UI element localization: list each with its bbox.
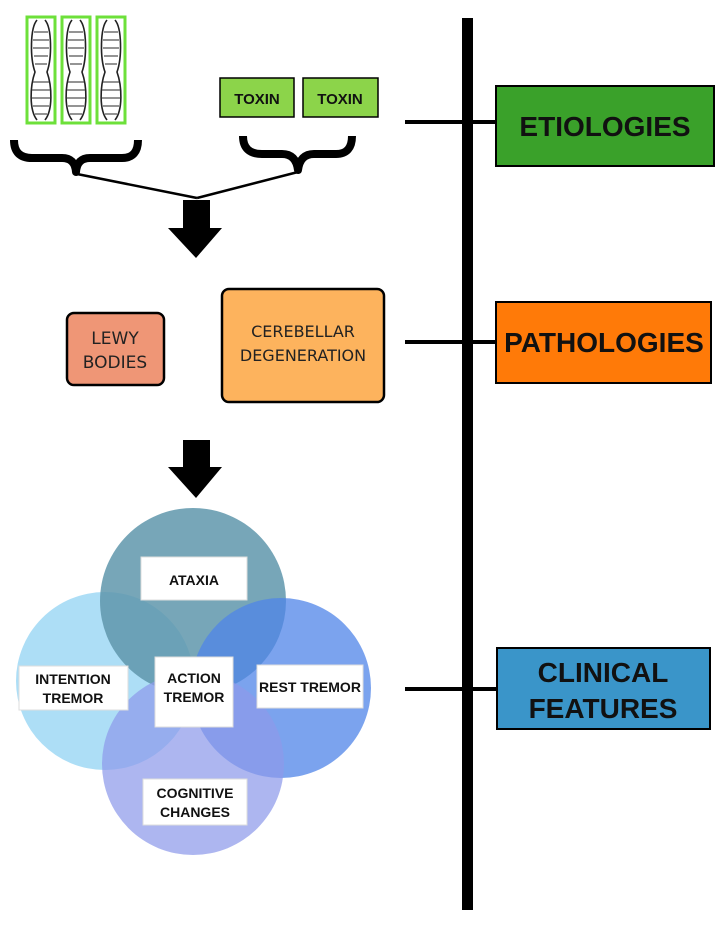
intention-tremor-box: INTENTION TREMOR — [18, 665, 129, 711]
chromosome-icon — [95, 15, 127, 125]
etiologies-box: ETIOLOGIES — [495, 85, 715, 167]
converge-line-right — [196, 170, 299, 200]
pathologies-label: PATHOLOGIES — [504, 327, 704, 358]
toxin-box-1: TOXIN — [219, 77, 295, 118]
chromosome-icon — [25, 15, 57, 125]
action-tremor-box: ACTION TREMOR — [154, 656, 234, 728]
rest-tremor-label: REST TREMOR — [259, 679, 361, 695]
cognitive-line2: CHANGES — [160, 804, 230, 820]
cerebellar-line1: CEREBELLAR — [251, 322, 355, 341]
down-arrow-icon — [168, 440, 222, 498]
ataxia-label: ATAXIA — [169, 572, 219, 588]
etiologies-label: ETIOLOGIES — [519, 111, 690, 142]
timeline-bar — [462, 18, 473, 910]
cognitive-line1: COGNITIVE — [156, 785, 233, 801]
cerebellar-degeneration-box: CEREBELLAR DEGENERATION — [220, 287, 386, 404]
clinical-label-line2: FEATURES — [529, 693, 678, 724]
clinical-features-box: CLINICAL FEATURES — [496, 647, 711, 730]
toxin-label: TOXIN — [317, 91, 363, 108]
lewy-line2: BODIES — [83, 353, 147, 373]
ataxia-box: ATAXIA — [140, 556, 248, 601]
toxin-box-2: TOXIN — [302, 77, 379, 118]
pathologies-box: PATHOLOGIES — [495, 301, 712, 384]
cerebellar-line2: DEGENERATION — [240, 346, 366, 365]
clinical-label-line1: CLINICAL — [538, 657, 669, 688]
intention-line2: TREMOR — [43, 690, 104, 706]
chromosome-icon — [60, 15, 92, 125]
curly-brace-icon — [10, 139, 142, 176]
lewy-line1: LEWY — [91, 329, 139, 349]
rest-tremor-box: REST TREMOR — [256, 664, 364, 709]
converge-line-left — [76, 172, 198, 200]
toxin-label: TOXIN — [234, 91, 280, 108]
action-line1: ACTION — [167, 670, 221, 686]
down-arrow-icon — [168, 200, 222, 258]
intention-line1: INTENTION — [35, 671, 110, 687]
cognitive-changes-box: COGNITIVE CHANGES — [142, 778, 248, 826]
action-line2: TREMOR — [164, 689, 225, 705]
curly-brace-icon — [239, 135, 356, 174]
lewy-bodies-box: LEWY BODIES — [65, 311, 166, 387]
